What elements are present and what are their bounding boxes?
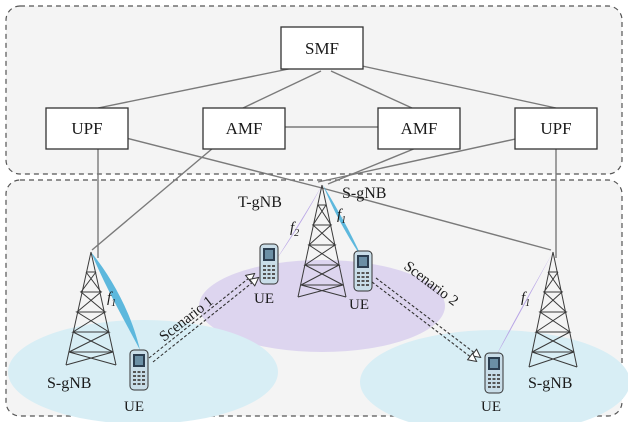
core-links — [91, 63, 557, 258]
amf-right-box: AMF — [377, 107, 461, 150]
amf-right-label: AMF — [401, 119, 438, 138]
ue-center-right-label: UE — [349, 297, 369, 313]
amf-left-label: AMF — [226, 119, 263, 138]
sgnb-right-label: S-gNB — [528, 375, 572, 392]
ue-left-icon — [129, 349, 149, 391]
upf-left-box: UPF — [45, 107, 129, 150]
scenario2-arrow — [371, 277, 480, 361]
beam-f1-left — [91, 252, 140, 350]
amf-left-box: AMF — [202, 107, 286, 150]
smf-box: SMF — [280, 26, 364, 70]
ue-center-left-icon — [259, 243, 279, 285]
smf-label: SMF — [305, 39, 339, 58]
tower-left-icon — [65, 251, 117, 366]
ue-center-right-icon — [353, 250, 373, 292]
sgnb-left-label: S-gNB — [47, 375, 91, 392]
sgnb-center-label: S-gNB — [342, 185, 386, 202]
scenario1-arrow — [148, 274, 258, 363]
ue-right-label: UE — [481, 399, 501, 415]
beam-f1-right — [496, 252, 553, 356]
f1-center-label: f1 — [337, 207, 346, 226]
beam-f1-center — [323, 185, 362, 258]
core-network-region — [5, 5, 623, 175]
upf-right-box: UPF — [514, 107, 598, 150]
ue-center-left-label: UE — [254, 291, 274, 307]
f1-left-label: f1 — [107, 290, 116, 309]
tower-right-icon — [528, 251, 578, 368]
ue-right-icon — [484, 352, 504, 394]
tower-center-icon — [297, 184, 347, 298]
upf-right-label: UPF — [540, 119, 571, 138]
target-cell-coverage — [199, 260, 445, 352]
tgnb-label: T-gNB — [238, 194, 282, 211]
upf-left-label: UPF — [71, 119, 102, 138]
f2-center-label: f2 — [290, 220, 299, 239]
ue-left-label: UE — [124, 399, 144, 415]
f1-right-label: f1 — [521, 290, 530, 309]
